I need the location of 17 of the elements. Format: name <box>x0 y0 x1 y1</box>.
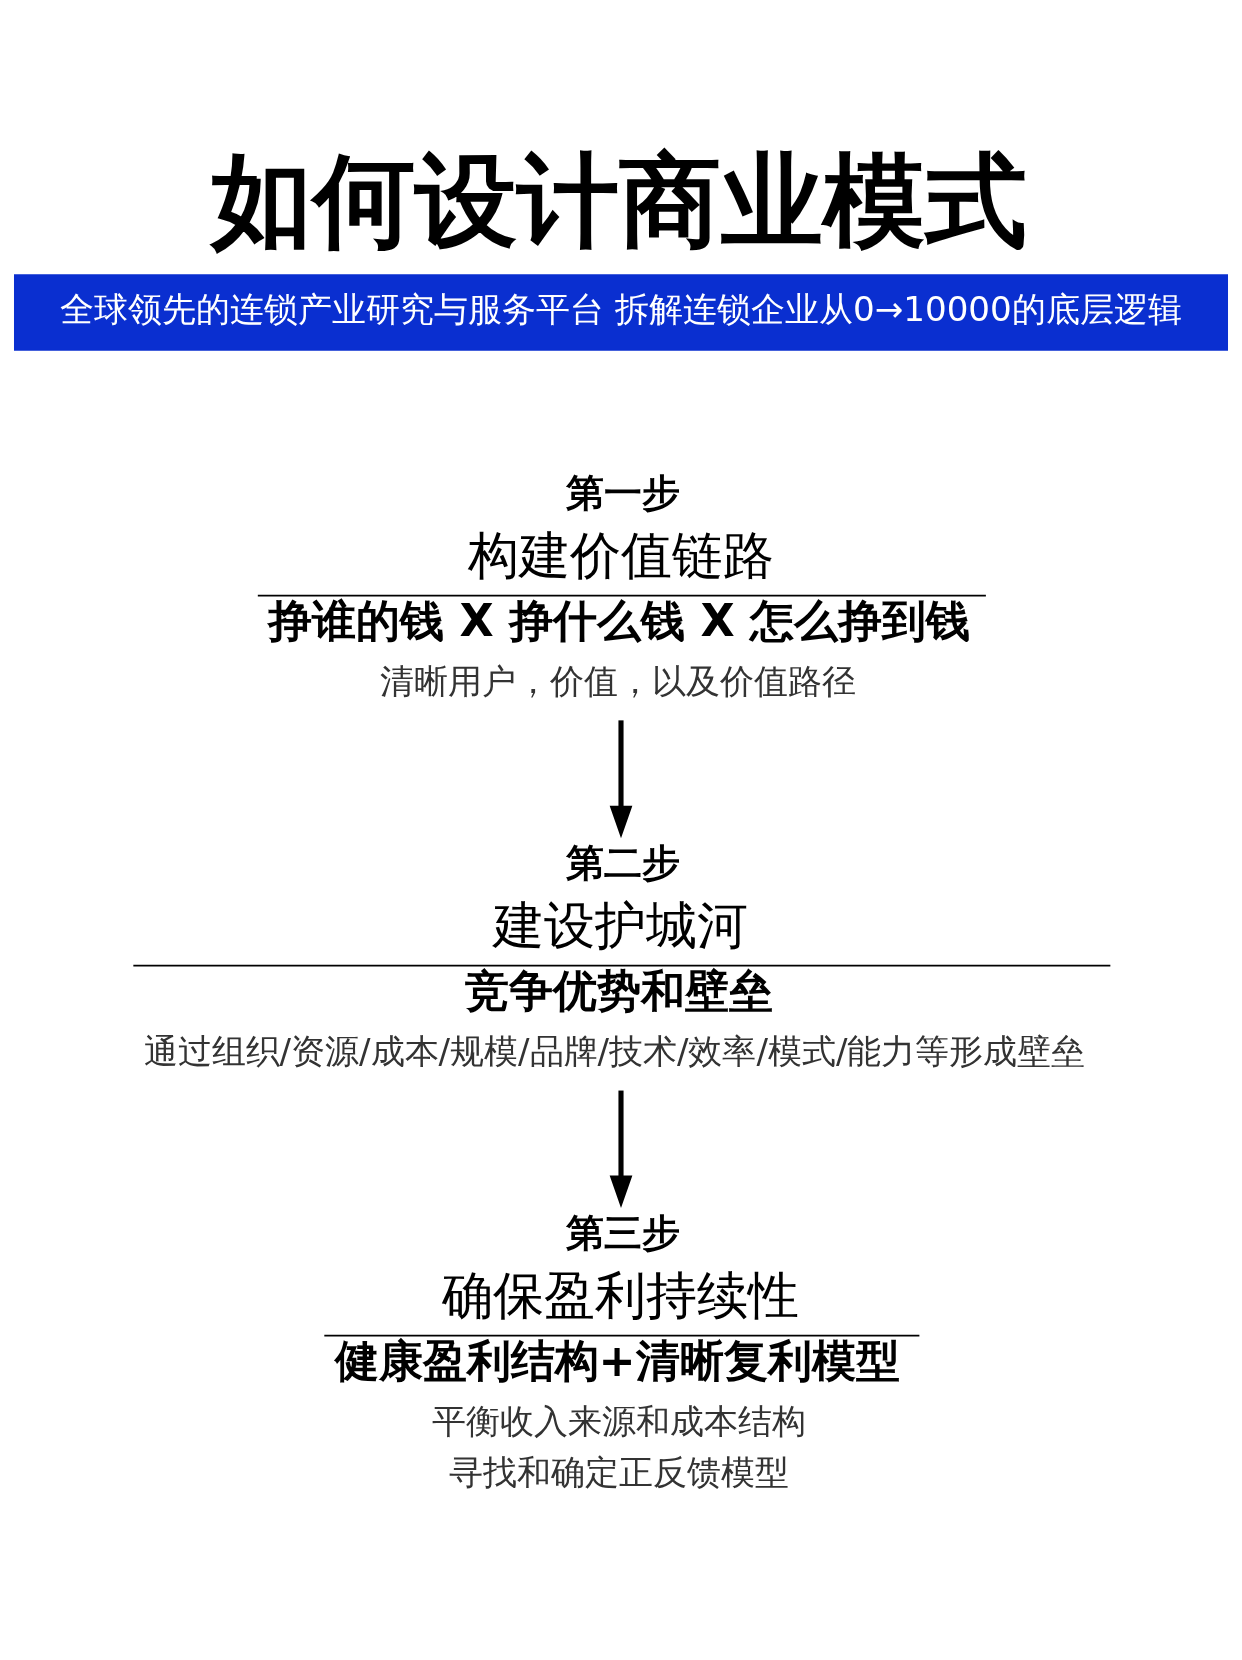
node-label: 构建价值链路 <box>467 526 774 586</box>
node-label: 挣谁的钱 X 挣什么钱 X 怎么挣到钱 <box>268 595 971 647</box>
arrow <box>609 1090 633 1209</box>
arrow <box>609 720 633 839</box>
node-label: 建设护城河 <box>493 896 749 956</box>
node-label: 第三步 <box>565 1211 680 1256</box>
node-label: 健康盈利结构+清晰复利模型 <box>334 1335 900 1387</box>
label: 全球领先的连锁产业研究与服务平台 拆解连锁企业从0→10000的底层逻辑 <box>60 289 1182 330</box>
node-label: 清晰用户，价值，以及价值路径 <box>379 660 856 701</box>
diagram-title: 如何设计商业模式 <box>210 140 1027 260</box>
node-label: 确保盈利持续性 <box>441 1266 799 1326</box>
node-label: 平衡收入来源和成本结构 <box>431 1400 806 1441</box>
node-label: 通过组织/资源/成本/规模/品牌/技术/效率/模式/能力等形成壁垒 <box>143 1030 1086 1071</box>
node-label: 竞争优势和壁垒 <box>464 965 773 1017</box>
node-label: 寻找和确定正反馈模型 <box>448 1451 789 1492</box>
node-label: 第一步 <box>565 471 680 516</box>
node-label: 第二步 <box>565 841 680 886</box>
